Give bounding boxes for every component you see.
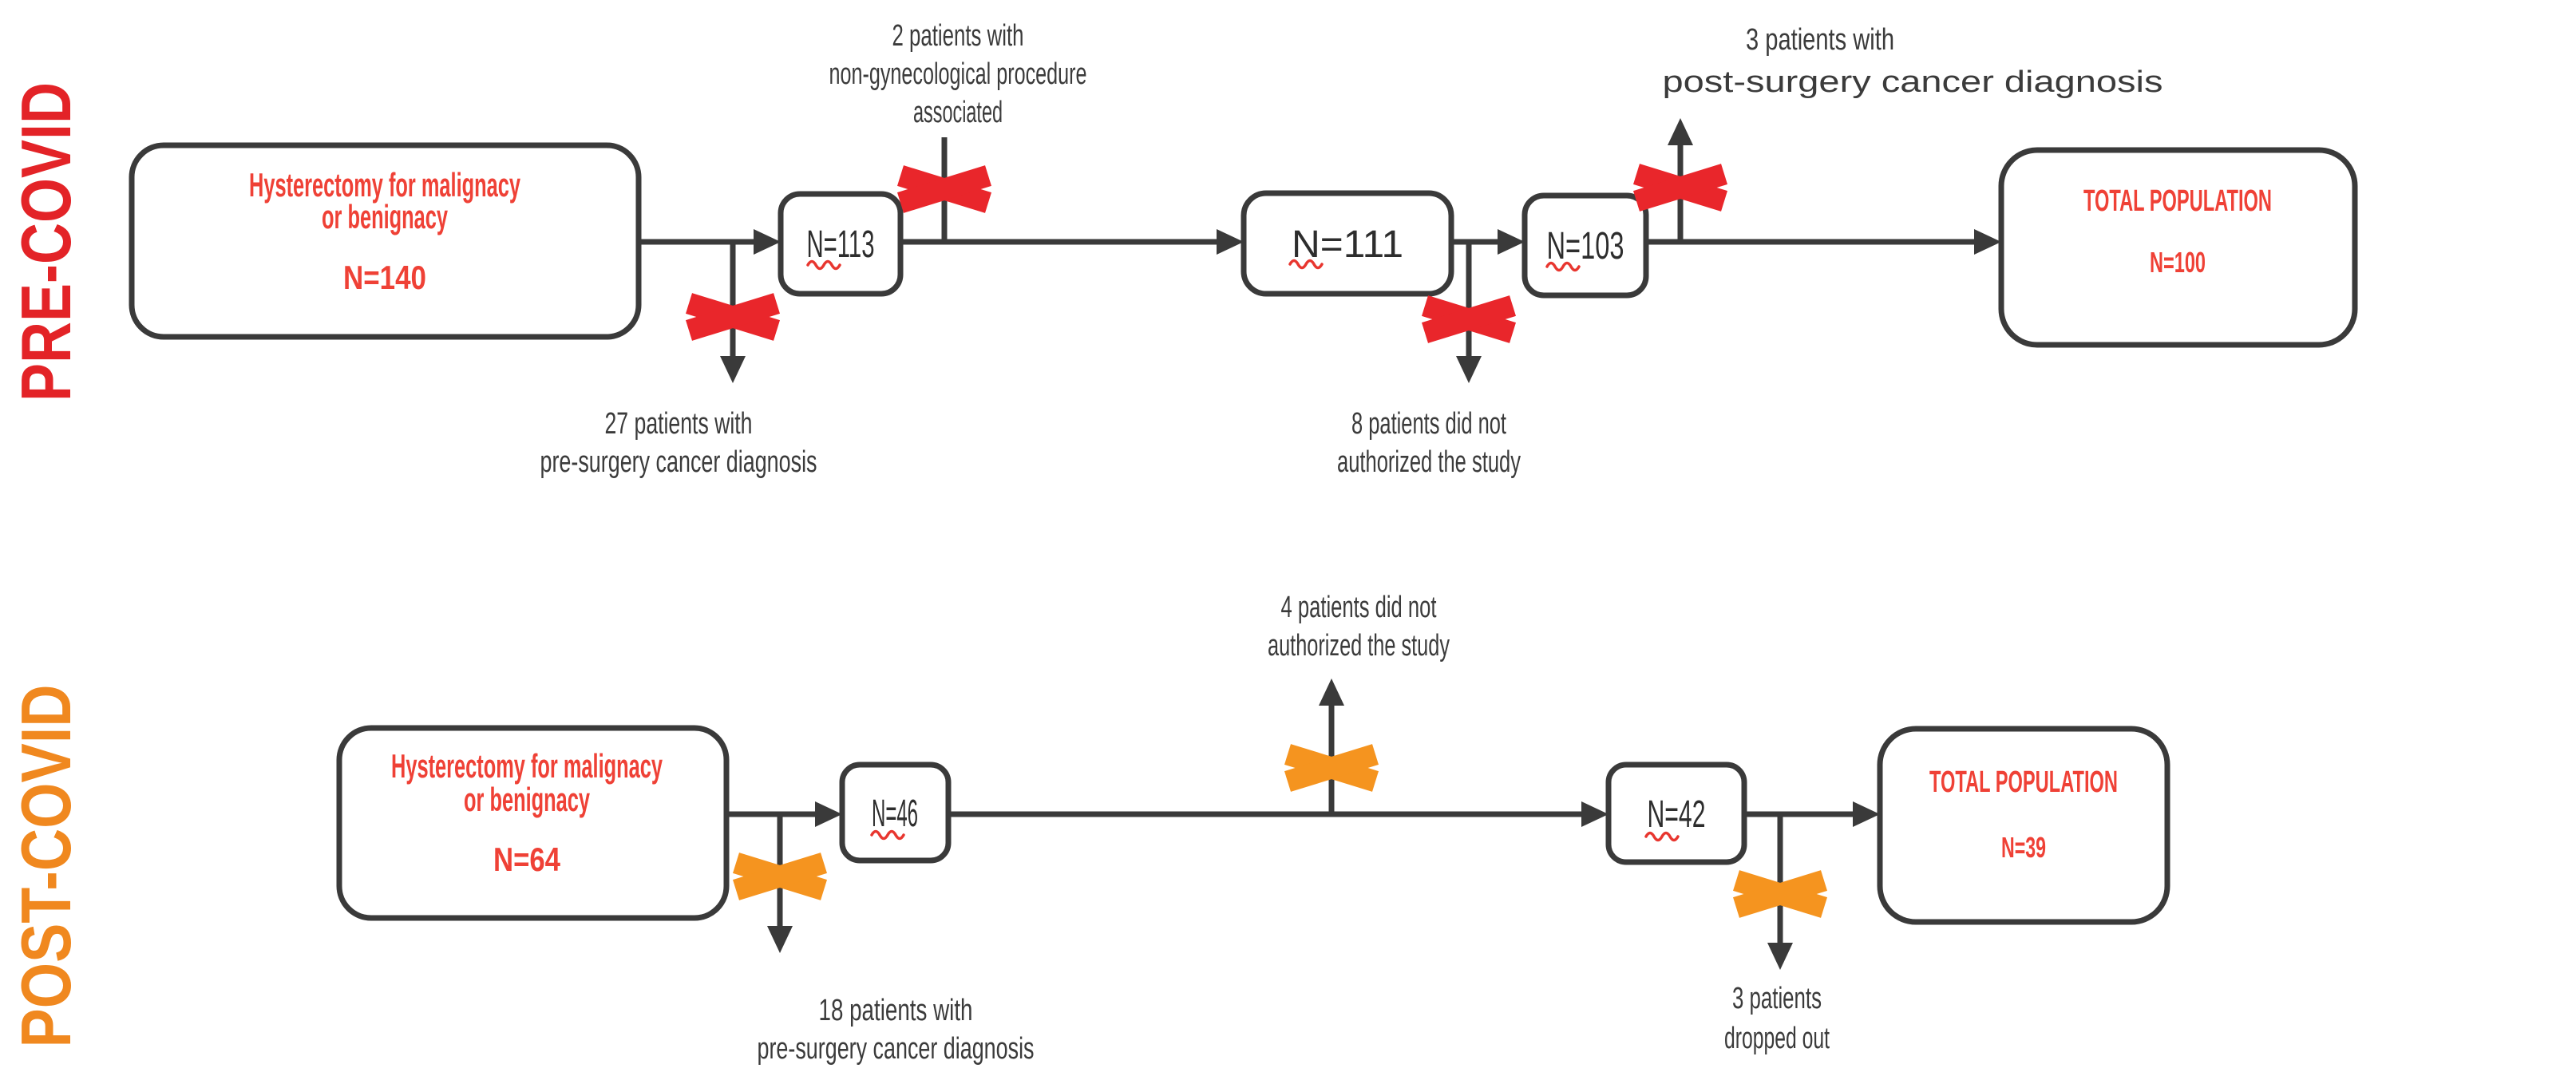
post-box-n46-label: N=46 xyxy=(872,793,918,835)
exclusion-x-icon xyxy=(1422,295,1516,343)
pre-exclusion-pre-surgery-line1: 27 patients with xyxy=(605,407,753,441)
spellcheck-squiggle-icon xyxy=(1545,261,1581,272)
exclusion-x-icon xyxy=(1633,164,1727,212)
pre-total-population-box xyxy=(1998,147,2358,348)
arrowhead-right-icon xyxy=(1217,229,1244,255)
pre-box-n103 xyxy=(1521,192,1649,299)
arrowhead-right-icon xyxy=(1581,801,1609,827)
exclusion-x-icon xyxy=(1284,744,1379,792)
arrowhead-down-icon xyxy=(720,356,746,383)
pre-start-box-n: N=140 xyxy=(343,259,426,296)
post-covid-row: POST-COVID Hysterectomy for malignacy or… xyxy=(6,591,2170,1066)
arrowhead-right-icon xyxy=(815,801,842,827)
post-start-box-title-line1: Hysterectomy for malignacy xyxy=(391,747,663,785)
arrowhead-up-icon xyxy=(1668,118,1693,145)
spellcheck-squiggle-icon xyxy=(1288,259,1324,270)
post-start-box xyxy=(336,725,730,921)
post-start-box-title-line2: or benignacy xyxy=(464,781,590,818)
pre-box-n111-label: N=111 xyxy=(1292,224,1403,266)
pre-start-box-title-line1: Hysterectomy for malignacy xyxy=(249,166,520,204)
post-start-box-n: N=64 xyxy=(493,841,561,878)
pre-covid-row: PRE-COVID Hysterectomy for malignacy or … xyxy=(6,19,2358,479)
post-exclusion-pre-surgery-line2: pre-surgery cancer diagnosis xyxy=(758,1032,1035,1066)
post-total-population-box xyxy=(1877,726,2170,925)
pre-total-population-title: TOTAL POPULATION xyxy=(2083,184,2272,218)
post-exclusion-dropped-out-line1: 3 patients xyxy=(1732,982,1822,1015)
arrowhead-right-icon xyxy=(1498,229,1525,255)
arrowhead-right-icon xyxy=(1974,229,2001,255)
pre-box-n113-label: N=113 xyxy=(807,224,875,266)
pre-exclusion-not-authorized-line2: authorized the study xyxy=(1337,445,1521,479)
pre-exclusion-non-gyn-line2: non-gynecological procedure xyxy=(829,57,1087,91)
pre-exclusion-not-authorized-line1: 8 patients did not xyxy=(1351,407,1506,441)
exclusion-x-icon xyxy=(686,293,780,341)
post-exclusion-not-authorized-line2: authorized the study xyxy=(1268,629,1450,663)
pre-exclusion-non-gyn-line1: 2 patients with xyxy=(892,19,1024,53)
arrowhead-down-icon xyxy=(1767,943,1793,970)
pre-exclusion-pre-surgery-line2: pre-surgery cancer diagnosis xyxy=(540,445,817,479)
arrowhead-down-icon xyxy=(767,926,793,953)
post-exclusion-pre-surgery-line1: 18 patients with xyxy=(819,994,973,1027)
pre-total-population-n: N=100 xyxy=(2150,246,2206,279)
pre-exclusion-post-surgery-line1: 3 patients with xyxy=(1746,23,1894,57)
arrowhead-up-icon xyxy=(1319,678,1344,706)
pre-start-box-title-line2: or benignacy xyxy=(322,198,448,235)
exclusion-x-icon xyxy=(897,165,991,213)
pre-box-n103-label: N=103 xyxy=(1547,225,1624,267)
arrowhead-down-icon xyxy=(1456,356,1482,383)
spellcheck-squiggle-icon xyxy=(1644,831,1680,842)
exclusion-x-icon xyxy=(733,853,827,900)
spellcheck-squiggle-icon xyxy=(870,829,905,841)
pre-exclusion-non-gyn-line3: associated xyxy=(913,96,1003,129)
post-total-population-title: TOTAL POPULATION xyxy=(1929,766,2118,799)
post-exclusion-not-authorized-line1: 4 patients did not xyxy=(1281,591,1437,624)
post-total-population-n: N=39 xyxy=(2001,831,2046,864)
pre-exclusion-post-surgery-line2: post-surgery cancer diagnosis xyxy=(1663,65,2163,99)
pre-covid-row-label: PRE-COVID xyxy=(6,82,85,402)
post-exclusion-dropped-out-line2: dropped out xyxy=(1724,1022,1830,1055)
post-box-n42-label: N=42 xyxy=(1648,793,1706,836)
exclusion-x-icon xyxy=(1733,870,1827,918)
post-covid-row-label: POST-COVID xyxy=(6,685,85,1048)
spellcheck-squiggle-icon xyxy=(806,259,841,271)
arrowhead-right-icon xyxy=(754,229,781,255)
arrowhead-right-icon xyxy=(1853,801,1880,827)
